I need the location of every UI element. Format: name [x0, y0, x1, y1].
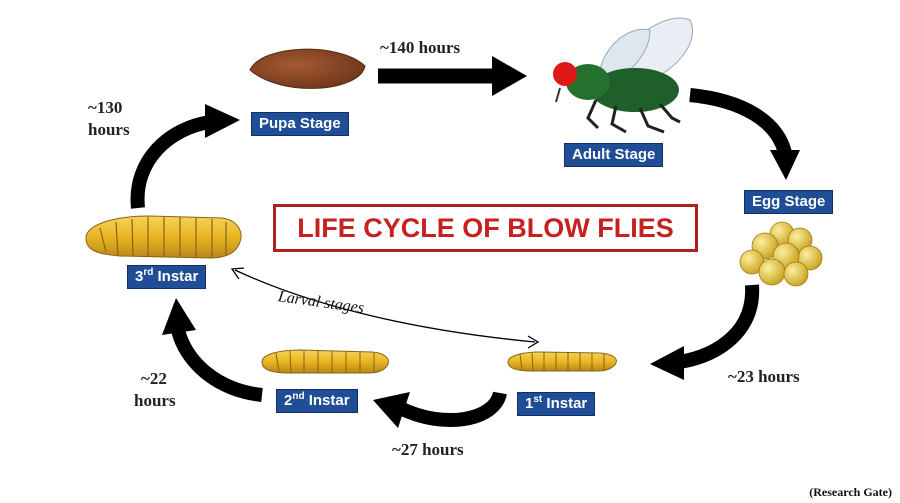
adult-stage-label: Adult Stage [564, 143, 664, 167]
arrow-third-to-pupa [130, 104, 240, 209]
duration-egg-to-first: ~23 hours [728, 367, 800, 386]
third-instar-larva-illustration [85, 215, 242, 259]
pupa-stage-label: Pupa Stage [251, 112, 349, 136]
duration-first-to-second: ~27 hours [392, 440, 464, 459]
third-instar-ordinal: rd [143, 267, 154, 278]
second-instar-label: 2nd Instar [276, 389, 358, 413]
first-instar-number: 1 [525, 395, 534, 412]
duration-third-to-pupa-value: ~130 [88, 98, 123, 117]
arrow-first-to-second [373, 390, 507, 428]
first-instar-label: 1st Instar [517, 392, 596, 416]
third-instar-label: 3rd Instar [127, 265, 207, 289]
adult-fly-illustration [553, 17, 694, 134]
third-instar-word: Instar [153, 268, 199, 285]
egg-stage-label: Egg Stage [744, 190, 834, 214]
egg-cluster-illustration [739, 221, 823, 287]
arrow-second-to-third [162, 298, 263, 402]
duration-second-to-third-unit: hours [134, 391, 176, 410]
arrow-egg-to-first [650, 284, 760, 380]
arrow-adult-to-egg [689, 88, 800, 180]
duration-third-to-pupa-unit: hours [88, 120, 130, 139]
source-credit: (Research Gate) [809, 485, 892, 499]
duration-second-to-third-value: ~22 [141, 369, 167, 388]
third-instar-number: 3 [135, 268, 144, 285]
duration-pupa-to-adult: ~140 hours [380, 38, 461, 57]
first-instar-ordinal: st [533, 394, 543, 405]
second-instar-ordinal: nd [292, 391, 305, 402]
second-instar-larva-illustration [261, 349, 389, 374]
second-instar-number: 2 [284, 392, 293, 409]
arrow-pupa-to-adult [378, 56, 527, 96]
larval-stages-arrow [230, 267, 540, 349]
second-instar-word: Instar [304, 392, 350, 409]
first-instar-larva-illustration [507, 351, 617, 372]
first-instar-word: Instar [542, 395, 588, 412]
diagram-title: LIFE CYCLE OF BLOW FLIES [273, 204, 698, 252]
pupa-illustration [249, 48, 366, 89]
